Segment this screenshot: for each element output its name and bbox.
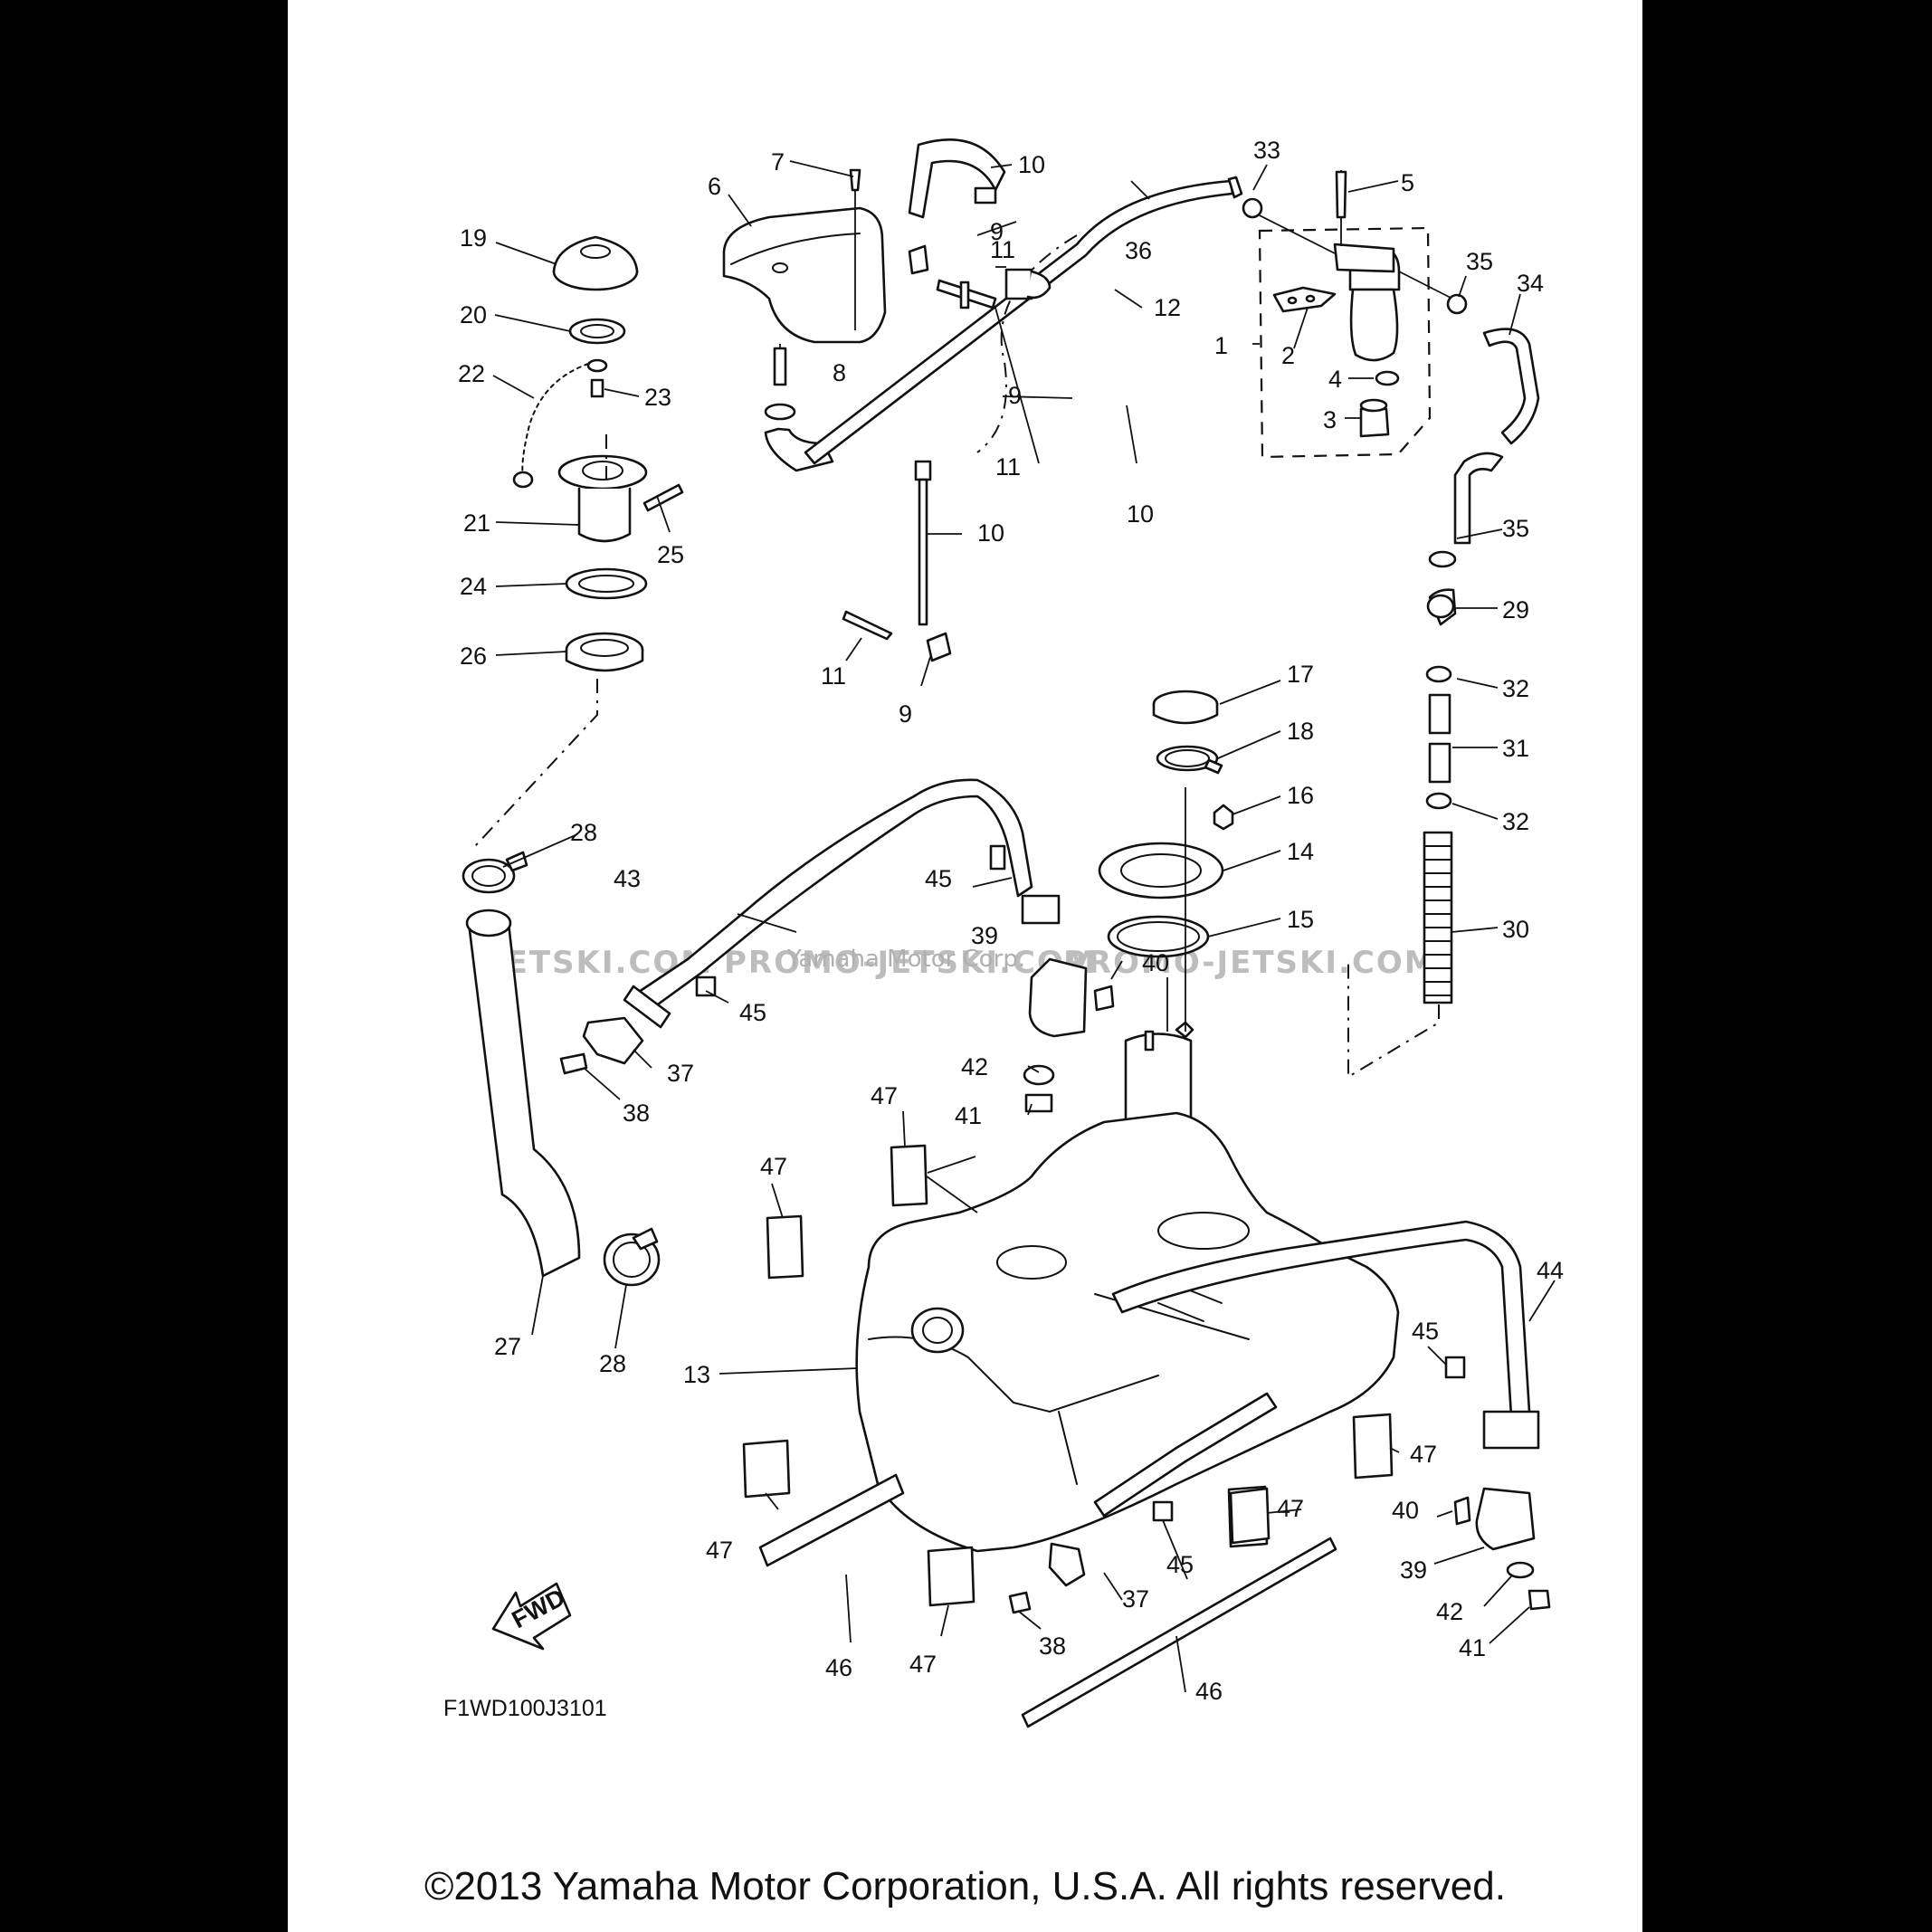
callout-44: 44 [1537, 1257, 1564, 1284]
callout-26: 26 [460, 642, 487, 670]
filler-hose [462, 851, 661, 1287]
callout-22: 22 [458, 360, 485, 387]
callout-38a: 38 [623, 1099, 650, 1127]
callout-9b: 9 [1008, 382, 1022, 409]
callout-42a: 42 [961, 1053, 988, 1080]
callout-7: 7 [771, 148, 785, 176]
callout-13: 13 [683, 1361, 710, 1388]
lower-clip [842, 460, 952, 662]
callout-24: 24 [460, 573, 487, 600]
callout-47d: 47 [909, 1651, 937, 1678]
callout-36: 36 [1125, 237, 1152, 264]
callout-47e: 47 [1277, 1495, 1304, 1522]
copyright-notice: ©2013 Yamaha Motor Corporation, U.S.A. A… [424, 1864, 1506, 1908]
watermark: JETSKI.COM PROMO-JETSKI.COM PROMO-JETSKI… [491, 945, 1435, 981]
callout-18: 18 [1287, 718, 1314, 745]
callout-43: 43 [614, 865, 641, 892]
callout-39a: 39 [971, 922, 998, 949]
callout-39b: 39 [1400, 1556, 1427, 1584]
callout-9a: 9 [990, 218, 1004, 245]
callout-35a: 35 [1466, 248, 1493, 275]
callout-32b: 32 [1502, 808, 1529, 835]
drawing-code: F1WD100J3101 [443, 1696, 607, 1721]
breather-cover-assembly [722, 138, 1006, 472]
callout-30: 30 [1502, 916, 1529, 943]
callout-47a: 47 [871, 1082, 898, 1109]
callout-12: 12 [1154, 294, 1181, 321]
callout-47c: 47 [706, 1537, 733, 1564]
breather-hose [804, 176, 1243, 465]
callout-2: 2 [1281, 342, 1295, 369]
callout-19: 19 [460, 224, 487, 252]
callout-10b: 10 [977, 519, 1004, 547]
callout-40a: 40 [1142, 949, 1169, 976]
callout-27: 27 [494, 1333, 521, 1360]
callout-23: 23 [644, 384, 671, 411]
callout-25: 25 [657, 541, 684, 568]
callout-1: 1 [1214, 332, 1228, 359]
callout-40b: 40 [1392, 1497, 1419, 1524]
callout-46b: 46 [1195, 1678, 1223, 1705]
callout-14: 14 [1287, 838, 1314, 865]
callout-21: 21 [463, 509, 490, 537]
callout-42b: 42 [1436, 1598, 1463, 1625]
callout-45a: 45 [925, 865, 952, 892]
callout-41a: 41 [955, 1102, 982, 1129]
callout-28a: 28 [570, 819, 597, 846]
callout-11a: 11 [990, 236, 1015, 263]
callout-45b: 45 [739, 999, 766, 1026]
tank-straps [623, 778, 1540, 1518]
callout-16: 16 [1287, 782, 1314, 809]
callout-46a: 46 [825, 1654, 852, 1681]
callout-45d: 45 [1412, 1318, 1439, 1345]
callout-6: 6 [708, 173, 721, 200]
fuel-tank [855, 1111, 1400, 1553]
mounting-brackets [559, 844, 1551, 1614]
callout-5: 5 [1401, 169, 1414, 196]
callout-10a: 10 [1018, 151, 1045, 178]
callout-labels: 1 2 3 4 5 6 7 8 9 9 9 10 10 10 10 11 11 … [458, 137, 1564, 1705]
callout-31: 31 [1502, 735, 1529, 762]
vent-line [1347, 328, 1540, 1079]
callout-41b: 41 [1459, 1634, 1486, 1661]
pump-plate-parts [1098, 690, 1234, 1173]
callout-10c: 10 [1127, 500, 1154, 528]
callout-11b: 11 [995, 453, 1021, 481]
callout-47f: 47 [1410, 1441, 1437, 1468]
callout-33: 33 [1253, 137, 1280, 164]
callout-35b: 35 [1502, 515, 1529, 542]
callout-38b: 38 [1039, 1632, 1066, 1660]
callout-34: 34 [1517, 270, 1544, 297]
callout-29: 29 [1502, 596, 1529, 623]
watermark-overlay: Yamaha Motor Corp. [786, 946, 1025, 973]
fuel-filter-assembly [1242, 170, 1468, 459]
callout-15: 15 [1287, 906, 1314, 933]
callout-32a: 32 [1502, 675, 1529, 702]
leader-lines [492, 160, 1556, 1693]
callout-11c: 11 [821, 662, 846, 690]
callout-17: 17 [1287, 661, 1314, 688]
callout-47b: 47 [760, 1153, 787, 1180]
callout-3: 3 [1323, 406, 1337, 433]
callout-9c: 9 [899, 700, 912, 728]
callout-45c: 45 [1166, 1551, 1194, 1578]
callout-37a: 37 [667, 1060, 694, 1087]
callout-4: 4 [1328, 366, 1342, 393]
callout-28b: 28 [599, 1350, 626, 1377]
fwd-arrow-icon: FWD [491, 1582, 572, 1651]
tank-pads [742, 1144, 1394, 1728]
callout-37b: 37 [1122, 1585, 1149, 1613]
callout-20: 20 [460, 301, 487, 328]
callout-8: 8 [833, 359, 846, 386]
filler-cap-assembly [474, 235, 684, 847]
